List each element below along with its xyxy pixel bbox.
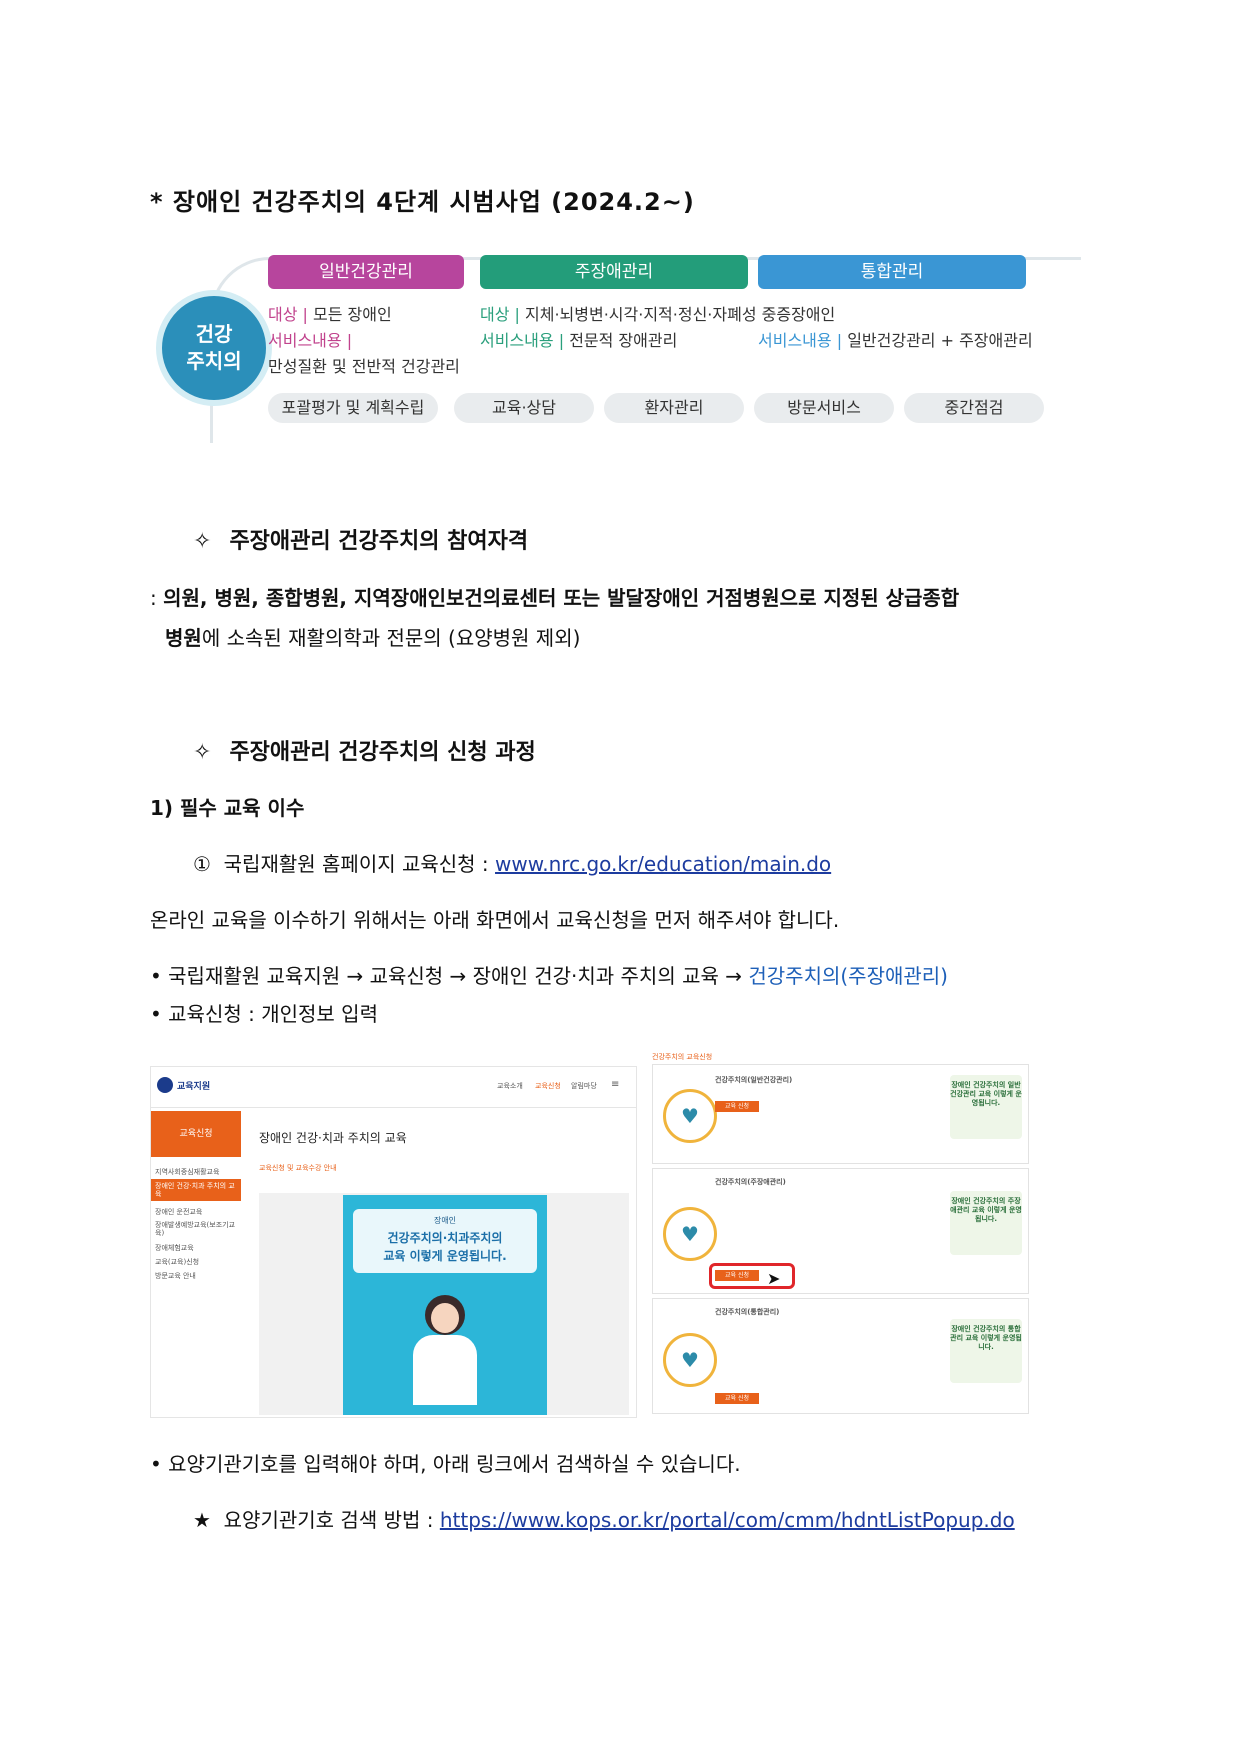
poster-banner xyxy=(353,1209,537,1273)
section-eligibility-heading: ✧주장애관리 건강주치의 참여자격 xyxy=(193,529,529,554)
card-integrated-apply-button[interactable]: 교육 신청 xyxy=(715,1393,759,1404)
step-1: 1) 필수 교육 이수 xyxy=(150,796,305,820)
application-cards-screenshot: 건강주치의 교육신청 ♥ 건강주치의(일반건강관리) 교육 신청 장애인 건강주… xyxy=(652,1052,1029,1414)
general-target: 대상 | 모든 장애인 xyxy=(268,305,392,324)
main-target: 대상 | 지체·뇌병변·시각·지적·정신·자폐성 중증장애인 xyxy=(480,305,836,324)
side-item-1[interactable]: 지역사회중심재활교육 xyxy=(155,1168,220,1176)
heart-monitor-icon: ♥ xyxy=(663,1333,717,1387)
menu-icon[interactable]: ≡ xyxy=(611,1079,620,1090)
card-integrated: ♥ 건강주치의(통합관리) 교육 신청 장애인 건강주치의 통합관리 교육 이렇… xyxy=(652,1298,1029,1414)
header-integrated: 통합관리 xyxy=(758,255,1026,289)
poster-line-3: 교육 이렇게 운영됩니다. xyxy=(383,1249,507,1263)
general-service: 만성질환 및 전반적 건강관리 xyxy=(268,357,460,376)
page-title: * 장애인 건강주치의 4단계 시범사업 (2024.2~) xyxy=(150,188,695,216)
pill-visit-service: 방문서비스 xyxy=(754,393,894,423)
logo-icon xyxy=(157,1077,173,1093)
card-integrated-title: 건강주치의(통합관리) xyxy=(715,1308,780,1316)
heart-monitor-icon: ♥ xyxy=(663,1089,717,1143)
nrc-education-link[interactable]: www.nrc.go.kr/education/main.do xyxy=(495,852,832,876)
poster-line-1: 장애인 xyxy=(433,1216,457,1225)
bullet-personal-info: • 교육신청 : 개인정보 입력 xyxy=(150,1002,378,1026)
education-site-screenshot: 교육지원 교육소개 교육신청 알림마당 ≡ 교육신청 지역사회중심재활교육 장애… xyxy=(150,1066,637,1418)
pill-education: 교육·상담 xyxy=(454,393,594,423)
side-item-4[interactable]: 장애발생예방교육(보조기교육) xyxy=(155,1221,236,1237)
nav-item-apply[interactable]: 교육신청 xyxy=(535,1082,561,1090)
eligibility-line-2: 병원에 소속된 재활의학과 전문의 (요양병원 제외) xyxy=(165,626,581,650)
header-main: 주장애관리 xyxy=(480,255,748,289)
bullet-institution-code: • 요양기관기호를 입력해야 하며, 아래 링크에서 검색하실 수 있습니다. xyxy=(150,1452,741,1476)
cards-top-label: 건강주치의 교육신청 xyxy=(652,1053,713,1061)
card-main-title: 건강주치의(주장애관리) xyxy=(715,1178,786,1186)
general-service-label: 서비스내용 | xyxy=(268,331,353,350)
integrated-service: 서비스내용 | 일반건강관리 + 주장애관리 xyxy=(758,331,1033,350)
card-main: ♥ 건강주치의(주장애관리) 교육 신청 ➤ 장애인 건강주치의 주장애관리 교… xyxy=(652,1168,1029,1294)
side-item-5[interactable]: 장애체험교육 xyxy=(155,1244,194,1252)
content-title: 장애인 건강·치과 주치의 교육 xyxy=(259,1131,407,1145)
main-service: 서비스내용 | 전문적 장애관리 xyxy=(480,331,678,350)
doctor-face-icon xyxy=(431,1303,459,1333)
card-integrated-side: 장애인 건강주치의 통합관리 교육 이렇게 운영됩니다. xyxy=(950,1319,1022,1383)
pill-mid-check: 중간점검 xyxy=(904,393,1044,423)
header-general: 일반건강관리 xyxy=(268,255,464,289)
bullet-path: • 국립재활원 교육지원 → 교육신청 → 장애인 건강·치과 주치의 교육 →… xyxy=(150,964,948,988)
pill-assessment: 포괄평가 및 계획수립 xyxy=(268,393,438,423)
nav-item-notice[interactable]: 알림마당 xyxy=(571,1082,597,1090)
side-item-3[interactable]: 장애인 운전교육 xyxy=(155,1208,203,1216)
cursor-icon: ➤ xyxy=(767,1269,781,1288)
poster-line-2: 건강주치의·치과주치의 xyxy=(387,1231,503,1245)
card-general: ♥ 건강주치의(일반건강관리) 교육 신청 장애인 건강주치의 일반건강관리 교… xyxy=(652,1064,1029,1164)
kops-search-link[interactable]: https://www.kops.or.kr/portal/com/cmm/hd… xyxy=(439,1508,1015,1532)
heart-monitor-icon: ♥ xyxy=(663,1207,717,1261)
highlight-box xyxy=(709,1263,795,1289)
eligibility-line-1: : 의원, 병원, 종합병원, 지역장애인보건의료센터 또는 발달장애인 거점병… xyxy=(150,586,960,610)
poster: 장애인 건강주치의·치과주치의 교육 이렇게 운영됩니다. xyxy=(343,1195,547,1415)
side-title: 교육신청 xyxy=(151,1111,241,1157)
card-general-side: 장애인 건강주치의 일반건강관리 교육 이렇게 운영됩니다. xyxy=(950,1075,1022,1139)
star-item: ★ 요양기관기호 검색 방법 : https://www.kops.or.kr/… xyxy=(193,1508,1015,1532)
instruction-paragraph: 온라인 교육을 이수하기 위해서는 아래 화면에서 교육신청을 먼저 해주셔야 … xyxy=(150,908,840,932)
content-subtitle: 교육신청 및 교육수강 안내 xyxy=(259,1164,337,1172)
circle-line-1: 건강 xyxy=(195,322,233,346)
nav-item-intro[interactable]: 교육소개 xyxy=(497,1082,523,1090)
header-divider xyxy=(151,1107,636,1108)
side-item-6[interactable]: 교육(교육)신청 xyxy=(155,1258,200,1266)
pill-patient-management: 환자관리 xyxy=(604,393,744,423)
item-1: ① 국립재활원 홈페이지 교육신청 : www.nrc.go.kr/educat… xyxy=(193,852,832,876)
section-process-heading: ✧주장애관리 건강주치의 신청 과정 xyxy=(193,740,536,765)
site-logo-text: 교육지원 xyxy=(177,1082,211,1092)
card-main-side: 장애인 건강주치의 주장애관리 교육 이렇게 운영됩니다. xyxy=(950,1191,1022,1255)
side-item-7[interactable]: 방문교육 안내 xyxy=(155,1272,196,1280)
circle-line-2: 주치의 xyxy=(186,349,242,373)
card-general-title: 건강주치의(일반건강관리) xyxy=(715,1076,793,1084)
side-item-2-active[interactable]: 장애인 건강·치과 주치의 교육 xyxy=(151,1179,241,1201)
card-general-apply-button[interactable]: 교육 신청 xyxy=(715,1101,759,1112)
card-main-apply-button[interactable]: 교육 신청 xyxy=(715,1270,759,1281)
doctor-coat-icon xyxy=(413,1335,477,1405)
